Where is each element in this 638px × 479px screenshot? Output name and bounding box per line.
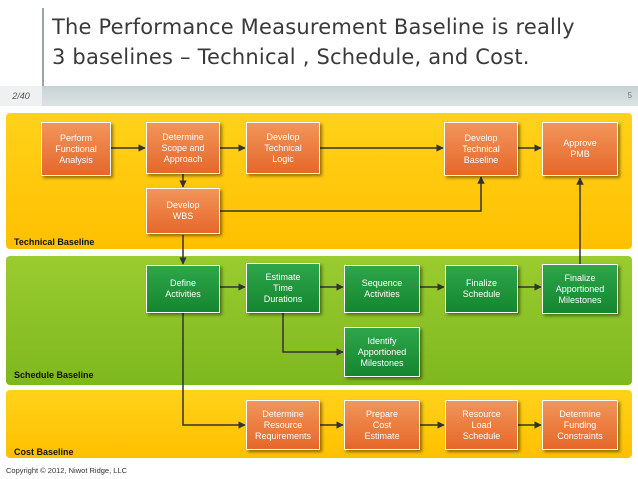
cost-baseline-label: Cost Baseline [14,447,74,457]
box-finalize-apportioned-milestones: Finalize Apportioned Milestones [542,264,618,314]
box-define-activities: Define Activities [146,265,220,313]
copyright-text: Copyright © 2012, Niwot Ridge, LLC [6,466,128,475]
page-number: 5 [627,91,632,100]
title-line-1: The Performance Measurement Baseline is … [52,15,575,39]
box-finalize-schedule: Finalize Schedule [445,265,518,313]
schedule-baseline-label: Schedule Baseline [14,370,94,380]
box-develop-technical-logic: Develop Technical Logic [246,122,320,174]
slide-mark: 2/40 [0,86,42,106]
box-prepare-cost-estimate: Prepare Cost Estimate [344,400,420,450]
box-determine-scope: Determine Scope and Approach [146,122,220,174]
box-perform-functional-analysis: Perform Functional Analysis [41,122,111,176]
box-resource-load-schedule: Resource Load Schedule [445,400,518,450]
box-approve-pmb: Approve PMB [542,122,618,176]
slide-title: The Performance Measurement Baseline is … [52,12,612,72]
box-develop-technical-baseline: Develop Technical Baseline [444,122,518,176]
title-line-2: 3 baselines – Technical , Schedule, and … [52,45,530,69]
box-identify-apportioned-milestones: Identify Apportioned Milestones [344,327,420,377]
box-determine-funding-constraints: Determine Funding Constraints [542,400,618,450]
title-rule [42,8,44,86]
box-develop-wbs: Develop WBS [146,188,220,234]
box-determine-resource-requirements: Determine Resource Requirements [246,400,320,450]
box-sequence-activities: Sequence Activities [344,265,420,313]
header-band [0,86,638,106]
box-estimate-time-durations: Estimate Time Durations [246,263,320,313]
technical-baseline-label: Technical Baseline [14,237,95,247]
